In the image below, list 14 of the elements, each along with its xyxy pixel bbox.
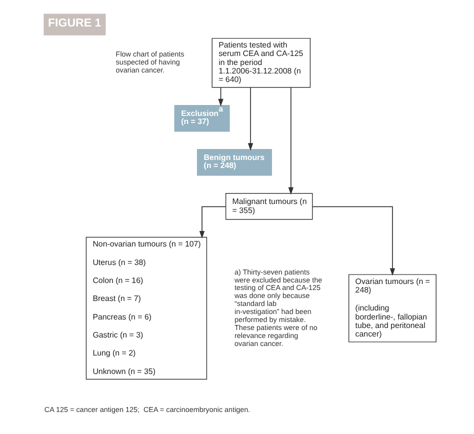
arrow [312,206,396,276]
arrow [218,87,224,106]
label: Flow chart of patients suspected of having ovarian cancer. [116,50,184,75]
node-box: Patients tested with serum CEA and CA-125 in the period 1.1.2006-31.12.2008 (n = 640) [212,38,311,88]
arrow [199,206,226,238]
arrow [288,87,294,195]
arrow [248,87,254,151]
node-box: Non-ovarian tumours (n = 107) Uterus (n = 38) Colon (n = 16) Breast (n = 7) Pancreas (n = 6) Gastric (n = 3) Lung (n = 2) Unknown (n = 35) [86,236,208,380]
node-box: Benign tumours (n = 248) [196,149,272,176]
label: CA 125 = cancer antigen 125; CEA = carcinoembryonic antigen. [44,404,250,414]
diagram-title: FIGURE 1 [48,18,102,30]
node-box: Ovarian tumours (n = 248) (including borderline-, fallopian tube, and peritoneal cancer) [348,274,436,342]
node-box: Malignant tumours (n = 355) [225,193,313,220]
label: a) Thirty-seven patients were excluded because the testing of CEA and CA-125 was done only because “standard lab in-vestigation” had been performed by mistake. These patients were of no relevance regarding ovarian cancer. [234,267,322,348]
